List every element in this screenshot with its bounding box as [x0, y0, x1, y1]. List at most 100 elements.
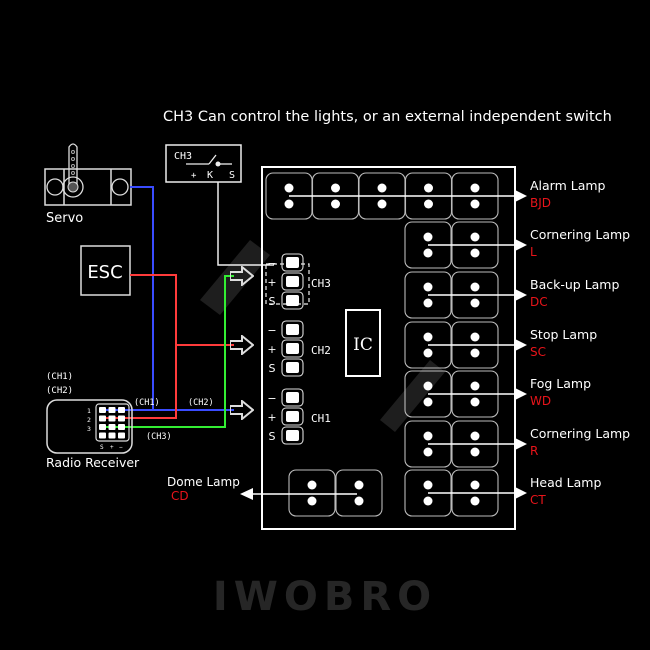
receiver-side-label-ch1: (CH1)	[46, 372, 73, 382]
lamp-code: R	[530, 444, 538, 458]
pad-contact	[470, 447, 480, 457]
lamp-code: SC	[530, 345, 546, 359]
receiver-pin	[118, 407, 125, 413]
wire-label-ch2: (CH2)	[188, 398, 214, 408]
dome-lamp-code: CD	[171, 489, 189, 503]
header-pin-label: −	[267, 257, 276, 270]
wire-ch3	[99, 276, 234, 428]
header-pin-label: S	[269, 430, 276, 443]
receiver-col-s: S	[100, 444, 104, 451]
external-switch	[165, 144, 242, 183]
pad-contact	[331, 199, 340, 209]
lamp-name: Alarm Lamp	[530, 178, 606, 193]
switch-wire	[217, 182, 274, 266]
pad-contact	[354, 496, 364, 506]
controller-board	[261, 166, 516, 530]
pad-contact	[470, 431, 480, 441]
pad-contact	[423, 248, 433, 258]
header-pin-socket	[281, 339, 304, 358]
lamp-name: Head Lamp	[530, 475, 601, 490]
header-pin-label: S	[269, 362, 276, 375]
pad-contact	[423, 348, 433, 358]
receiver-col-minus: −	[119, 444, 123, 451]
header-pin-label: −	[267, 392, 276, 405]
receiver-pin	[108, 415, 116, 422]
header-pin	[286, 295, 299, 306]
header-pin-label: +	[267, 276, 276, 289]
pad-contact	[470, 348, 480, 358]
pad-contact	[423, 447, 433, 457]
pad-contact	[470, 298, 480, 308]
servo-label: Servo	[46, 211, 83, 226]
pad-contact	[377, 199, 387, 209]
pad-contact	[470, 282, 480, 292]
pad-contact	[331, 183, 340, 193]
header-pin	[286, 324, 299, 335]
header-channel-label: CH1	[311, 412, 331, 425]
arrow-right-icon	[515, 438, 527, 450]
pad-contact	[470, 480, 480, 490]
header-pin-label: S	[269, 295, 276, 308]
lamp-name: Back-up Lamp	[530, 277, 619, 292]
header-channel-label: CH3	[311, 277, 331, 290]
pad-contact	[424, 183, 433, 193]
lamp-code: BJD	[530, 196, 551, 210]
header-pin-socket	[281, 426, 304, 445]
receiver-col-plus: +	[110, 444, 114, 451]
pad-contact	[423, 431, 433, 441]
esc-box	[80, 245, 131, 296]
lamp-name: Stop Lamp	[530, 327, 597, 342]
arrow-right-icon	[515, 339, 527, 351]
receiver-pin	[118, 415, 125, 422]
header-pin-label: −	[267, 324, 276, 337]
lamp-name: Fog Lamp	[530, 376, 591, 391]
dome-lamp-name: Dome Lamp	[167, 475, 240, 489]
lamp-code: CT	[530, 493, 546, 507]
receiver-pin-grid	[95, 403, 130, 442]
header-pin	[286, 343, 299, 354]
pad-contact	[354, 480, 364, 490]
lamp-pads	[265, 172, 499, 517]
header-pin	[286, 362, 299, 373]
header-pin-socket	[281, 388, 304, 407]
header-channel-label: CH2	[311, 344, 331, 357]
pad-contact	[423, 282, 433, 292]
diagram-title: CH3 Can control the lights, or an extern…	[163, 109, 612, 125]
pad-contact	[307, 496, 317, 506]
header-pin-socket	[281, 358, 304, 377]
receiver-pin	[99, 415, 106, 422]
receiver-pin	[108, 407, 116, 413]
pad-contact	[470, 332, 480, 342]
receiver-pin	[99, 424, 106, 430]
lamp-code: WD	[530, 394, 551, 408]
wire-ch2-esc	[99, 274, 177, 419]
header-pin	[286, 430, 299, 441]
pad-contact	[424, 199, 433, 209]
pad-contact	[470, 183, 480, 193]
servo	[44, 143, 132, 206]
header-pin	[286, 257, 299, 268]
ic-chip	[345, 309, 381, 377]
receiver-row-3: 3	[87, 425, 91, 433]
pad-contact	[423, 496, 433, 506]
receiver-pin	[118, 432, 125, 439]
receiver-body	[46, 399, 133, 454]
receiver-side-label-ch2: (CH2)	[46, 386, 73, 396]
receiver-header	[95, 403, 130, 442]
lamp-name: Cornering Lamp	[530, 227, 630, 242]
pad-contact	[423, 232, 433, 242]
header-pin-socket	[281, 320, 304, 339]
pad-contact	[470, 248, 480, 258]
pad-contact	[284, 183, 294, 193]
header-pin	[286, 276, 299, 287]
pad-contact	[423, 397, 433, 407]
dome-lamp-arrow-icon	[240, 488, 253, 500]
receiver-label: Radio Receiver	[46, 455, 140, 470]
arrow-right-icon	[515, 190, 527, 202]
pad-contact	[470, 397, 480, 407]
lamp-pad	[335, 469, 383, 517]
pad-contact	[377, 183, 387, 193]
